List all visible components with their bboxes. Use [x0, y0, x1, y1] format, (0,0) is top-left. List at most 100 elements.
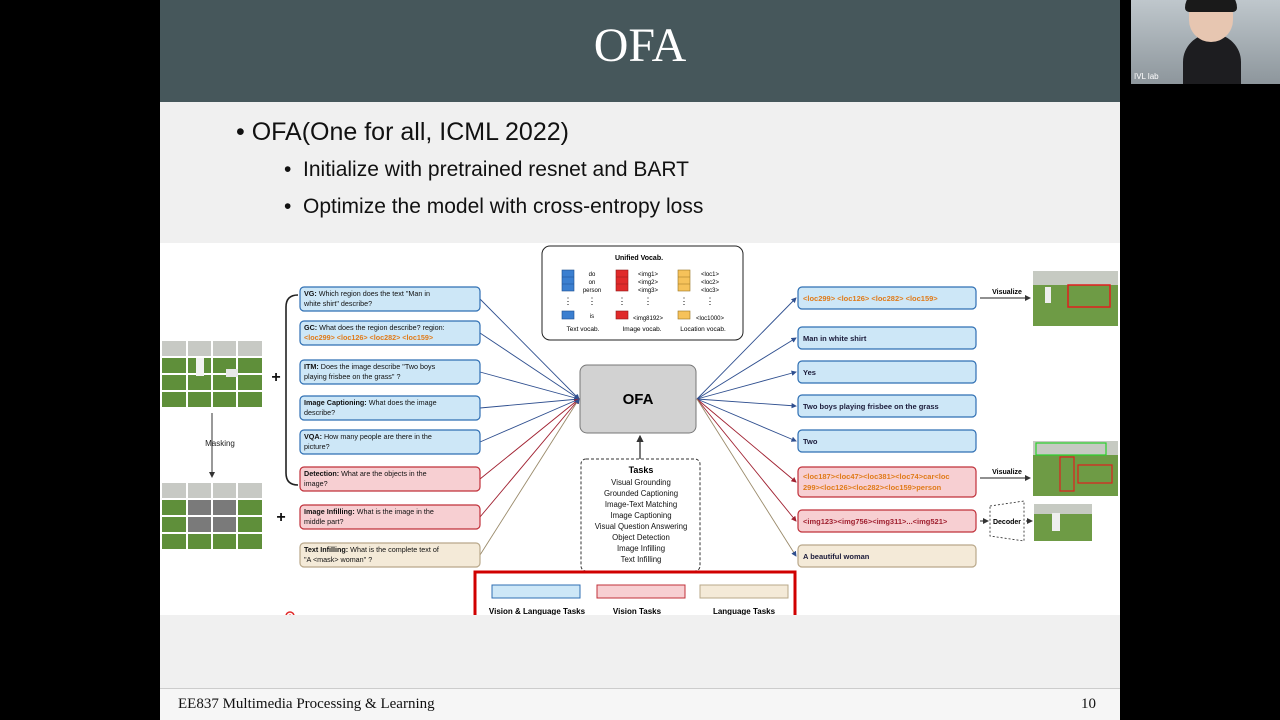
tasks-title: Tasks — [629, 465, 654, 475]
masking-label: Masking — [205, 439, 235, 448]
output-target-7: <img123><img756><img311>...<img521> — [797, 509, 977, 533]
output-target-text: <loc187><loc47><loc381><loc74>car<loc — [803, 472, 950, 481]
legend-vision-language: Vision & Language Tasks — [489, 607, 586, 615]
img-token-8192: <img8192> — [633, 316, 664, 322]
loc-token-3: <loc3> — [701, 288, 720, 294]
image-vocab-label: Image vocab. — [622, 326, 661, 333]
task-item: Image-Text Matching — [605, 500, 677, 509]
course-name: EE837 Multimedia Processing & Learning — [178, 696, 435, 712]
input-prompt-line1: Text Infilling: What is the complete tex… — [304, 545, 439, 554]
input-prompt-line2: picture? — [304, 442, 330, 451]
title-bar: OFA — [160, 0, 1120, 102]
input-prompt-line2: image? — [304, 479, 328, 488]
plus-sign-top: + — [271, 369, 280, 386]
output-target-4: Two boys playing frisbee on the grass — [797, 394, 977, 418]
output-target-text: <img123><img756><img311>...<img521> — [803, 517, 948, 526]
slide: OFA • OFA(One for all, ICML 2022) • Init… — [160, 0, 1120, 720]
webcam-label: IVL lab — [1134, 72, 1159, 81]
input-connector — [479, 298, 580, 400]
svg-text:⋮: ⋮ — [588, 296, 597, 306]
input-prompt-line1: Image Infilling: What is the image in th… — [304, 507, 434, 516]
laser-pointer — [285, 611, 295, 621]
input-prompt-line2: "A <mask> woman" ? — [304, 555, 372, 564]
loc-token-2: <loc2> — [701, 280, 720, 286]
svg-text:⋮: ⋮ — [564, 296, 573, 306]
input-prompt-3: ITM: Does the image describe "Two boyspl… — [299, 359, 481, 385]
text-token-person: person — [583, 288, 601, 294]
ofa-diagram: Masking + + Unified Vocab. ⋮ do on perso — [162, 245, 1118, 625]
sub-bullet-1-text: Initialize with pretrained resnet and BA… — [303, 158, 690, 181]
output-target-2: Man in white shirt — [797, 326, 977, 350]
svg-text:⋮: ⋮ — [680, 296, 689, 306]
input-image-grid — [162, 341, 262, 407]
slide-title: OFA — [593, 19, 687, 72]
input-connector — [479, 398, 580, 480]
input-prompt-1: VG: Which region does the text "Man inwh… — [299, 286, 481, 312]
input-prompt-line2: playing frisbee on the grass" ? — [304, 372, 400, 381]
input-connector — [479, 398, 580, 443]
ofa-model-box: OFA — [579, 364, 697, 434]
page-number: 10 — [1081, 696, 1096, 712]
output-target-text-line2: 299><loc126><loc282><loc159>person — [803, 483, 942, 492]
input-prompt-line2: white shirt" describe? — [303, 299, 372, 308]
loc-token-1000: <loc1000> — [696, 316, 725, 322]
output-connector — [696, 398, 797, 483]
result-image-vg — [1033, 271, 1118, 326]
text-token-do: do — [589, 272, 596, 278]
output-connector — [696, 337, 797, 400]
svg-text:⋮: ⋮ — [706, 296, 715, 306]
output-target-5: Two — [797, 429, 977, 453]
output-target-text: <loc299> <loc126> <loc282> <loc159> — [803, 294, 938, 303]
task-item: Object Detection — [612, 533, 670, 542]
output-target-text: A beautiful woman — [803, 552, 870, 561]
task-item: Image Captioning — [610, 511, 671, 520]
location-vocab-label: Location vocab. — [680, 326, 726, 333]
output-connector — [696, 398, 797, 409]
input-prompt-line2: middle part? — [304, 517, 344, 526]
input-prompt-line2: describe? — [304, 408, 335, 417]
input-prompt-6: Detection: What are the objects in theim… — [299, 466, 481, 492]
visualize-arrow-2: Visualize — [980, 469, 1031, 481]
task-item: Visual Grounding — [611, 478, 671, 487]
legend-vision: Vision Tasks — [613, 607, 662, 615]
input-prompt-line1: VG: Which region does the text "Man in — [304, 289, 430, 298]
masked-image-grid — [162, 483, 262, 549]
visualize-arrow-1: Visualize — [980, 289, 1031, 301]
webcam-thumbnail: IVL lab — [1131, 0, 1280, 84]
bullet-main: • OFA(One for all, ICML 2022) — [236, 118, 569, 146]
img-token-1: <img1> — [638, 272, 659, 278]
input-prompt-5: VQA: How many people are there in thepic… — [299, 429, 481, 455]
input-connector — [479, 398, 580, 518]
bullet-main-text: OFA(One for all, ICML 2022) — [251, 118, 569, 146]
slide-footer: EE837 Multimedia Processing & Learning 1… — [160, 688, 1120, 720]
output-connector — [696, 398, 797, 557]
input-prompt-7: Image Infilling: What is the image in th… — [299, 504, 481, 530]
output-target-1: <loc299> <loc126> <loc282> <loc159> — [797, 286, 977, 310]
input-connector — [479, 371, 580, 401]
svg-text:⋮: ⋮ — [644, 296, 653, 306]
input-connector — [479, 396, 580, 409]
input-connector — [479, 398, 580, 556]
visualize-label-2: Visualize — [992, 469, 1022, 476]
output-target-text: Two boys playing frisbee on the grass — [803, 402, 939, 411]
task-item: Text Infilling — [621, 555, 662, 564]
ofa-model-label: OFA — [623, 391, 654, 408]
input-prompt-line1: ITM: Does the image describe "Two boys — [304, 362, 436, 371]
input-prompt-line1: Detection: What are the objects in the — [304, 469, 427, 478]
vocab-title: Unified Vocab. — [615, 255, 663, 262]
task-item: Grounded Captioning — [604, 489, 678, 498]
legend-language: Language Tasks — [713, 607, 776, 615]
input-prompt-line1: GC: What does the region describe? regio… — [304, 323, 445, 332]
output-connector — [696, 370, 797, 400]
input-prompt-line1: Image Captioning: What does the image — [304, 398, 437, 407]
connection-lines — [479, 297, 797, 557]
result-image-detection — [1033, 441, 1118, 496]
task-item: Visual Question Answering — [595, 522, 688, 531]
output-target-text: Two — [803, 437, 818, 446]
input-prompt-4: Image Captioning: What does the imagedes… — [299, 395, 481, 421]
webcam-person — [1171, 0, 1251, 84]
input-bracket — [285, 294, 299, 486]
input-prompt-8: Text Infilling: What is the complete tex… — [299, 542, 481, 568]
task-item: Image Infilling — [617, 544, 665, 553]
